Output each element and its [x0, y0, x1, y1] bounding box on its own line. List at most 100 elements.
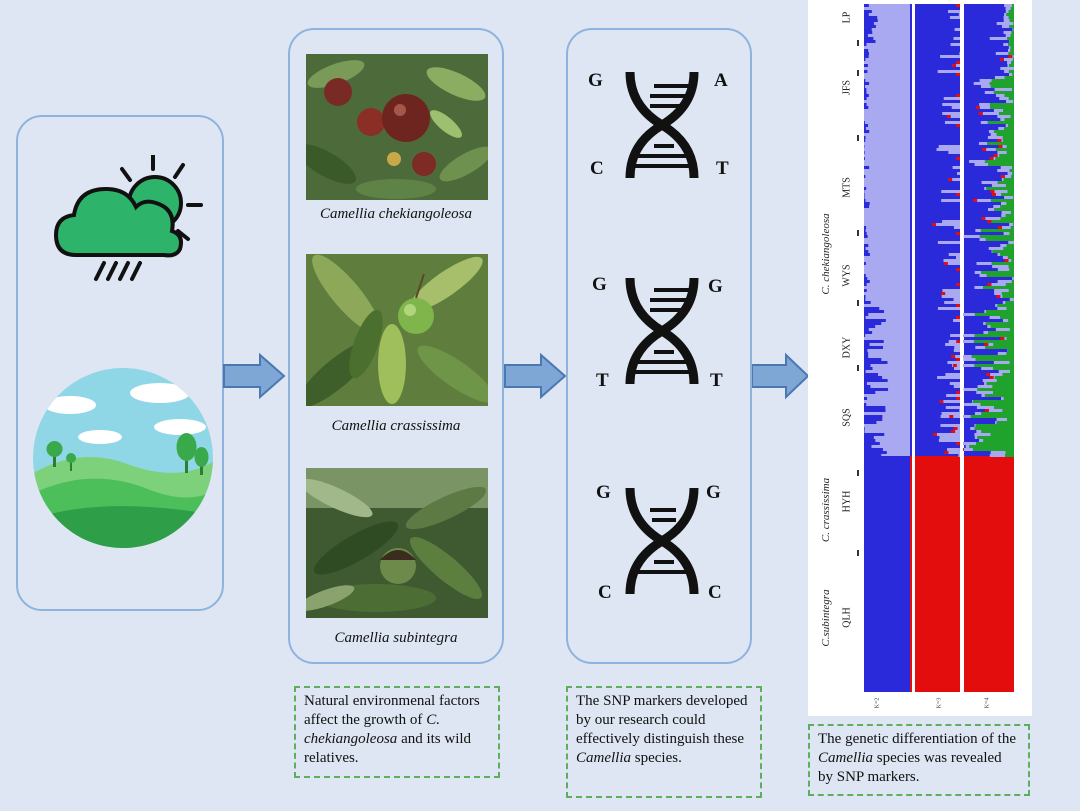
admixture-bar: [995, 304, 998, 307]
admixture-bar: [864, 85, 865, 88]
admixture-bar: [976, 406, 995, 409]
admixture-bar: [1013, 100, 1014, 103]
admixture-bar: [864, 151, 865, 154]
admixture-bar: [864, 229, 866, 232]
admixture-bar: [948, 10, 960, 13]
base-letter: G: [708, 276, 723, 297]
population-label: HYH: [841, 490, 853, 513]
admixture-bar: [1007, 37, 1014, 40]
admixture-bar: [975, 229, 981, 232]
admixture-bar: [1013, 196, 1014, 199]
population-label: WYS: [841, 264, 853, 287]
admixture-bar: [945, 343, 960, 346]
admixture-bar: [992, 265, 1009, 268]
admixture-bar: [1004, 175, 1012, 178]
admixture-bar: [864, 361, 888, 364]
admixture-bar: [956, 124, 960, 127]
admixture-bar: [964, 456, 1014, 692]
base-letter: G: [706, 482, 721, 503]
admixture-bar: [864, 262, 866, 265]
admixture-bar: [985, 217, 1001, 220]
admixture-bar: [956, 73, 960, 76]
admixture-bar: [974, 427, 1014, 430]
admixture-bar: [995, 157, 1014, 160]
admixture-bar: [997, 154, 1000, 157]
admixture-bar: [864, 307, 880, 310]
admixture-bar: [1003, 58, 1013, 61]
admixture-bar: [864, 367, 873, 370]
base-letter: C: [590, 158, 604, 179]
admixture-bar: [952, 166, 960, 169]
admixture-bar: [937, 307, 960, 310]
admixture-bar: [1006, 307, 1014, 310]
admixture-bar: [864, 157, 865, 160]
admixture-bar: [1006, 13, 1014, 16]
admixture-bar: [864, 442, 880, 445]
admixture-bar: [979, 79, 992, 82]
admixture-bar: [864, 397, 868, 400]
admixture-bar: [1012, 58, 1014, 61]
admixture-bar: [992, 367, 1014, 370]
admixture-bar: [1003, 16, 1009, 19]
admixture-bar: [1000, 217, 1014, 220]
admixture-bar: [951, 355, 956, 358]
admixture-bar: [1008, 97, 1014, 100]
note-text: and its wild relatives.: [304, 731, 472, 766]
admixture-bar: [953, 349, 960, 352]
admixture-bar: [980, 85, 991, 88]
species-caption: Camellia crassissima: [331, 418, 461, 434]
admixture-bar: [1002, 295, 1014, 298]
admixture-bar: [1005, 34, 1011, 37]
admixture-bar: [973, 199, 978, 202]
admixture-bar: [864, 274, 866, 277]
admixture-bar: [988, 163, 1014, 166]
admixture-bar: [864, 454, 882, 457]
admixture-bar: [1001, 214, 1006, 217]
admixture-bar: [974, 163, 989, 166]
admixture-bar: [980, 403, 1014, 406]
admixture-bar: [942, 112, 960, 115]
base-letter: T: [710, 370, 723, 391]
admixture-bar: [998, 145, 1003, 148]
admixture-bar: [1005, 301, 1014, 304]
admixture-bar: [1000, 253, 1014, 256]
admixture-bar: [1008, 70, 1014, 73]
admixture-bar: [864, 196, 865, 199]
admixture-bar: [941, 292, 946, 295]
admixture-bar: [956, 64, 960, 67]
admixture-bar: [864, 58, 866, 61]
admixture-bar: [1003, 397, 1014, 400]
admixture-bar: [956, 391, 960, 394]
admixture-bar: [864, 64, 868, 67]
admixture-bar: [997, 169, 1010, 172]
admixture-bar: [1008, 73, 1013, 76]
admixture-bar: [986, 187, 1014, 190]
population-label: SQS: [841, 408, 853, 427]
admixture-bar: [1005, 454, 1014, 457]
admixture-bar: [1008, 259, 1012, 262]
admixture-bar: [1011, 31, 1014, 34]
admixture-bar: [982, 112, 999, 115]
admixture-bar: [944, 121, 960, 124]
admixture-bar: [939, 400, 944, 403]
admixture-bar: [987, 121, 1014, 124]
admixture-bar: [1000, 175, 1005, 178]
admixture-bar: [864, 436, 874, 439]
admixture-bar: [864, 301, 871, 304]
base-letter: A: [714, 70, 728, 91]
admixture-bar: [864, 88, 867, 91]
admixture-bar: [975, 424, 1014, 427]
admixture-bar: [994, 292, 1002, 295]
genetic-note: The genetic differentiation of the Camel…: [808, 724, 1030, 796]
admixture-bar: [988, 130, 994, 133]
admixture-bar: [999, 154, 1014, 157]
admixture-bar: [954, 346, 960, 349]
admixture-bar: [1005, 451, 1014, 454]
note-italic: Camellia: [818, 750, 873, 766]
admixture-bar: [864, 289, 867, 292]
note-italic: C. chekiangoleosa: [304, 712, 440, 747]
admixture-bar: [991, 193, 996, 196]
admixture-bar: [972, 400, 973, 403]
admixture-bar: [989, 157, 994, 160]
admixture-bar: [955, 430, 960, 433]
